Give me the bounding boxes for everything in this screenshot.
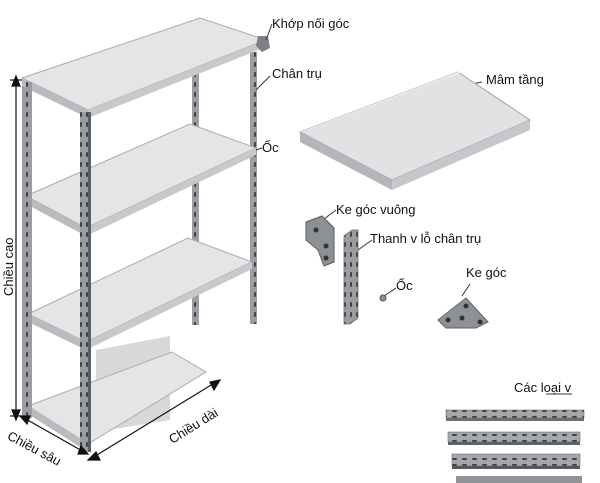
front-right-post [80, 112, 89, 452]
back-right-post [192, 70, 199, 325]
label-corner-plate: Ke góc [466, 265, 507, 280]
back-left-post [22, 78, 28, 418]
shelf-3 [26, 237, 254, 343]
square-bracket [305, 215, 335, 267]
label-shelf-tray: Mâm tầng [486, 72, 544, 87]
angle-types [445, 409, 585, 483]
leader-lines [255, 23, 572, 395]
shelf-2 [24, 123, 258, 229]
rear-right-post [250, 52, 257, 324]
slotted-angle-piece [343, 229, 359, 325]
label-post: Chân trụ [272, 66, 322, 81]
bolt [379, 294, 387, 302]
label-corner-joint: Khớp nối góc [272, 16, 350, 31]
label-bolt-top: Ốc [262, 140, 279, 155]
height-dimension [10, 74, 22, 422]
shelf-unit [20, 17, 270, 452]
depth-dimension [18, 415, 90, 455]
label-height: Chiều cao [1, 237, 16, 296]
label-bolt: Ốc [396, 278, 413, 293]
corner-plate [437, 297, 489, 329]
label-angle-types: Các loại v [514, 380, 572, 395]
length-dimension [86, 379, 222, 461]
shelf-tray [298, 71, 532, 190]
front-left-post [26, 82, 32, 418]
label-slotted-angle: Thanh v lỗ chân trụ [370, 231, 482, 246]
label-square-bracket: Ke góc vuông [336, 202, 416, 217]
